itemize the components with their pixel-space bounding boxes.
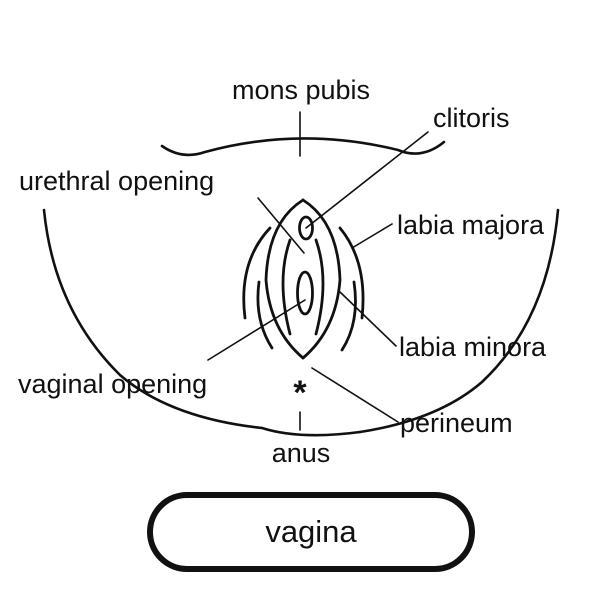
label-clitoris: clitoris xyxy=(433,103,510,133)
clitoris-shape xyxy=(298,215,314,241)
left-thigh-line xyxy=(42,208,264,430)
labia-majora-shape xyxy=(242,226,365,352)
label-labia-minora: labia minora xyxy=(399,332,547,362)
label-mons-pubis: mons pubis xyxy=(232,75,370,105)
label-vaginal-opening: vaginal opening xyxy=(18,369,207,399)
anus-mark: * xyxy=(293,374,307,412)
buttock-crease xyxy=(260,426,362,437)
labia-minora-leader xyxy=(339,291,397,347)
vaginal-opening-leader xyxy=(207,299,306,361)
urethral-opening-leader xyxy=(257,197,305,254)
labia-minora-shape xyxy=(264,198,342,360)
perineum-leader xyxy=(311,367,399,423)
title-pill xyxy=(147,492,475,572)
vaginal-opening-shape xyxy=(296,270,314,316)
title-label: vagina xyxy=(265,514,357,549)
clitoris-leader xyxy=(305,131,429,229)
labia-majora-leader xyxy=(351,223,393,249)
label-urethral-opening: urethral opening xyxy=(19,166,214,196)
leader-lines xyxy=(207,111,429,431)
label-perineum: perineum xyxy=(400,408,513,438)
label-labia-majora: labia majora xyxy=(397,210,545,240)
right-thigh-line xyxy=(358,208,560,434)
label-anus: anus xyxy=(272,438,331,468)
